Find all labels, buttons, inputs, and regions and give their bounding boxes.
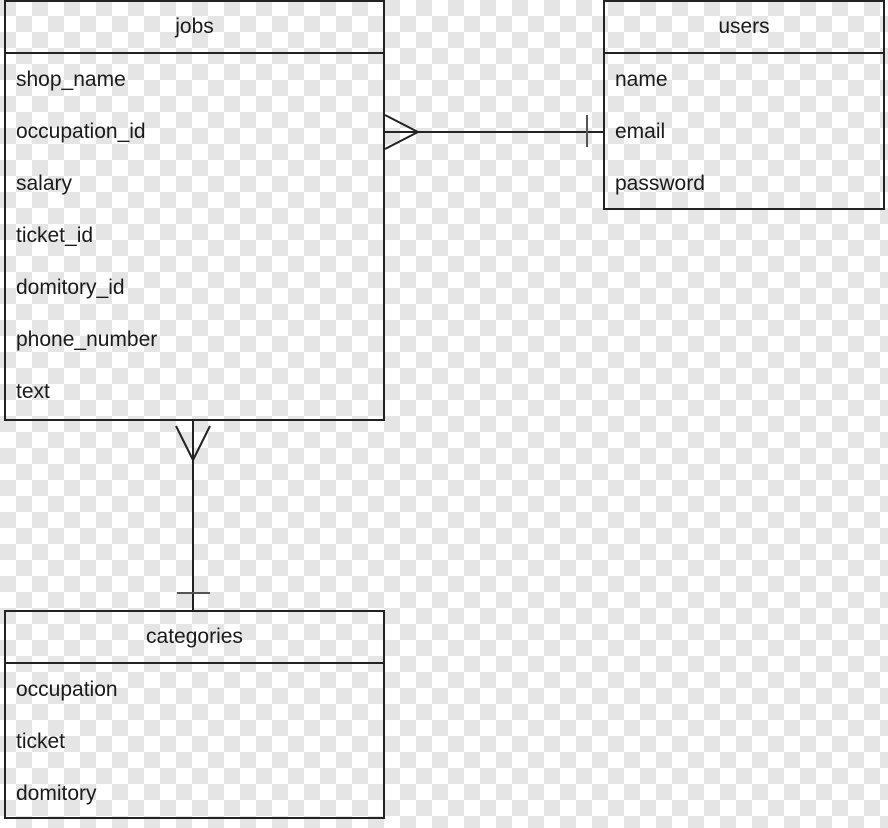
field-salary: salary <box>16 172 73 195</box>
field-ticket-id: ticket_id <box>16 224 94 247</box>
entity-categories[interactable]: categories occupation ticket domitory <box>4 610 385 819</box>
crows-foot-many-icon <box>384 114 419 133</box>
entity-jobs[interactable]: jobs shop_name occupation_id salary tick… <box>4 0 385 421</box>
field-domitory-id: domitory_id <box>16 276 125 299</box>
field-domitory: domitory <box>16 782 97 805</box>
field-name: name <box>615 68 668 91</box>
field-text: text <box>16 380 50 403</box>
crows-foot-many-icon <box>175 425 194 461</box>
field-email: email <box>615 120 666 143</box>
entity-title: categories <box>6 612 383 664</box>
field-shop-name: shop_name <box>16 68 126 91</box>
entity-title: users <box>605 2 883 54</box>
entity-title: jobs <box>6 2 383 54</box>
entity-users[interactable]: users name email password <box>603 0 885 210</box>
jobs-users-connector <box>384 114 603 150</box>
field-password: password <box>615 172 705 195</box>
field-phone-number: phone_number <box>16 328 158 351</box>
field-ticket: ticket <box>16 730 66 753</box>
field-occupation: occupation <box>16 678 118 701</box>
jobs-categories-connector <box>175 421 211 610</box>
field-occupation-id: occupation_id <box>16 120 146 143</box>
